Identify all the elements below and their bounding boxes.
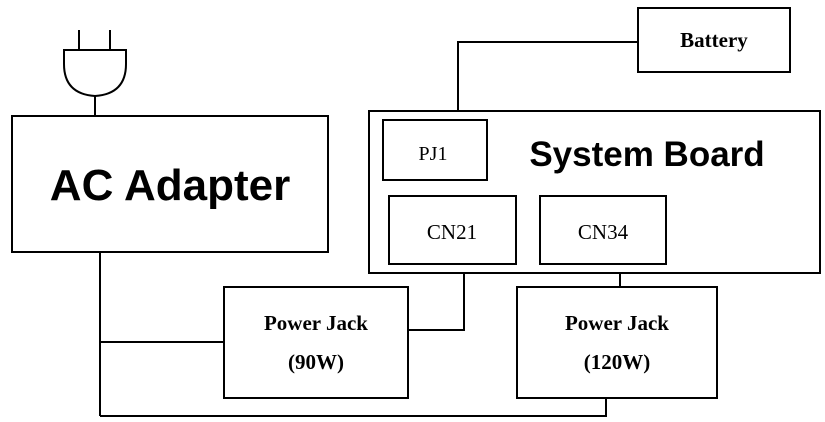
power-jack-90w-box: Power Jack (90W) xyxy=(223,286,409,399)
power-jack-90w-line2: (90W) xyxy=(288,350,344,374)
cn34-label: CN34 xyxy=(578,220,629,244)
wire-bus-jack120 xyxy=(100,398,607,417)
power-jack-90w-line1: Power Jack xyxy=(264,311,368,335)
pj1-label: PJ1 xyxy=(419,143,448,165)
cn34-connector: CN34 xyxy=(539,195,667,265)
cn21-label: CN21 xyxy=(427,220,477,244)
power-jack-120w-line2: (120W) xyxy=(584,350,651,374)
battery-box: Battery xyxy=(637,7,791,73)
ac-adapter-box: AC Adapter xyxy=(11,115,329,253)
battery-label: Battery xyxy=(680,28,748,52)
power-jack-120w-line1: Power Jack xyxy=(565,311,669,335)
wire-jack90-cn21 xyxy=(408,264,465,331)
system-board-label: System Board xyxy=(529,135,764,174)
power-jack-120w-box: Power Jack (120W) xyxy=(516,286,718,399)
ac-adapter-label: AC Adapter xyxy=(50,161,290,210)
cn21-connector: CN21 xyxy=(388,195,517,265)
pj1-connector: PJ1 xyxy=(382,119,488,181)
wire-battery-pj1 xyxy=(457,41,638,120)
power-plug-icon xyxy=(63,30,127,116)
